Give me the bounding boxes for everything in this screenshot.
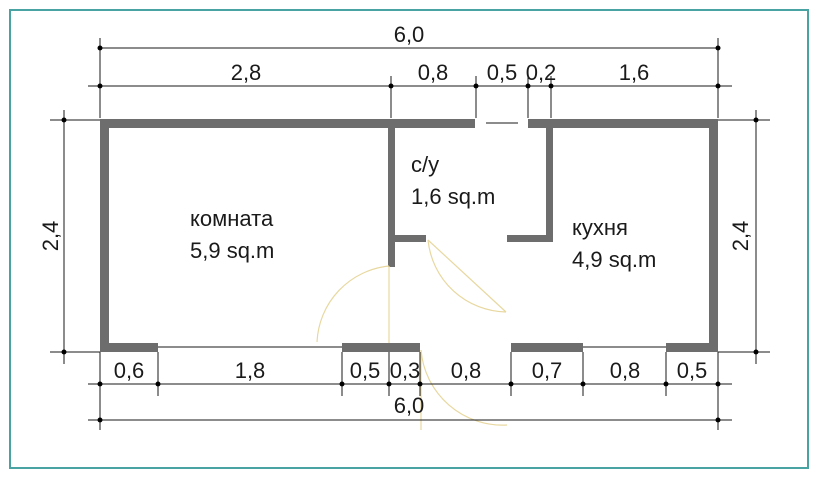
top-seg-2: 0,8	[418, 60, 449, 85]
top-total-dimension: 6,0	[97, 22, 721, 118]
bottom-total-dimension: 6,0	[88, 393, 732, 423]
doors	[316, 239, 508, 430]
right-height-dimension: 2,4	[718, 110, 770, 364]
bathroom-name: с/у	[411, 152, 439, 177]
bottom-seg-2: 1,8	[235, 358, 266, 383]
bottom-seg-4: 0,3	[390, 358, 421, 383]
openings	[158, 122, 666, 348]
bottom-segment-dimension: 0,6 1,8 0,5 0,3 0,8 0,7 0,8 0,5	[88, 352, 732, 430]
kitchen-area: 4,9 sq.m	[572, 247, 656, 272]
left-height-label: 2,4	[38, 221, 63, 252]
top-seg-3: 0,5	[487, 60, 518, 85]
bottom-seg-1: 0,6	[114, 358, 145, 383]
bottom-seg-5: 0,8	[451, 358, 482, 383]
bottom-seg-8: 0,5	[677, 358, 708, 383]
bottom-seg-7: 0,8	[610, 358, 641, 383]
room-labels: комната 5,9 sq.m с/у 1,6 sq.m кухня 4,9 …	[190, 152, 656, 272]
top-seg-4: 0,2	[526, 60, 557, 85]
bottom-seg-3: 0,5	[350, 358, 381, 383]
room-name: комната	[190, 206, 274, 231]
right-height-label: 2,4	[728, 221, 753, 252]
bottom-total-label: 6,0	[394, 393, 425, 418]
top-seg-1: 2,8	[231, 60, 262, 85]
bottom-seg-6: 0,7	[532, 358, 563, 383]
room-area: 5,9 sq.m	[190, 238, 274, 263]
left-height-dimension: 2,4	[38, 110, 100, 364]
top-total-label: 6,0	[394, 22, 425, 47]
top-segment-dimension: 2,8 0,8 0,5 0,2 1,6	[88, 60, 732, 118]
top-seg-5: 1,6	[619, 60, 650, 85]
walls	[100, 119, 718, 352]
bathroom-area: 1,6 sq.m	[411, 184, 495, 209]
kitchen-name: кухня	[572, 215, 628, 240]
